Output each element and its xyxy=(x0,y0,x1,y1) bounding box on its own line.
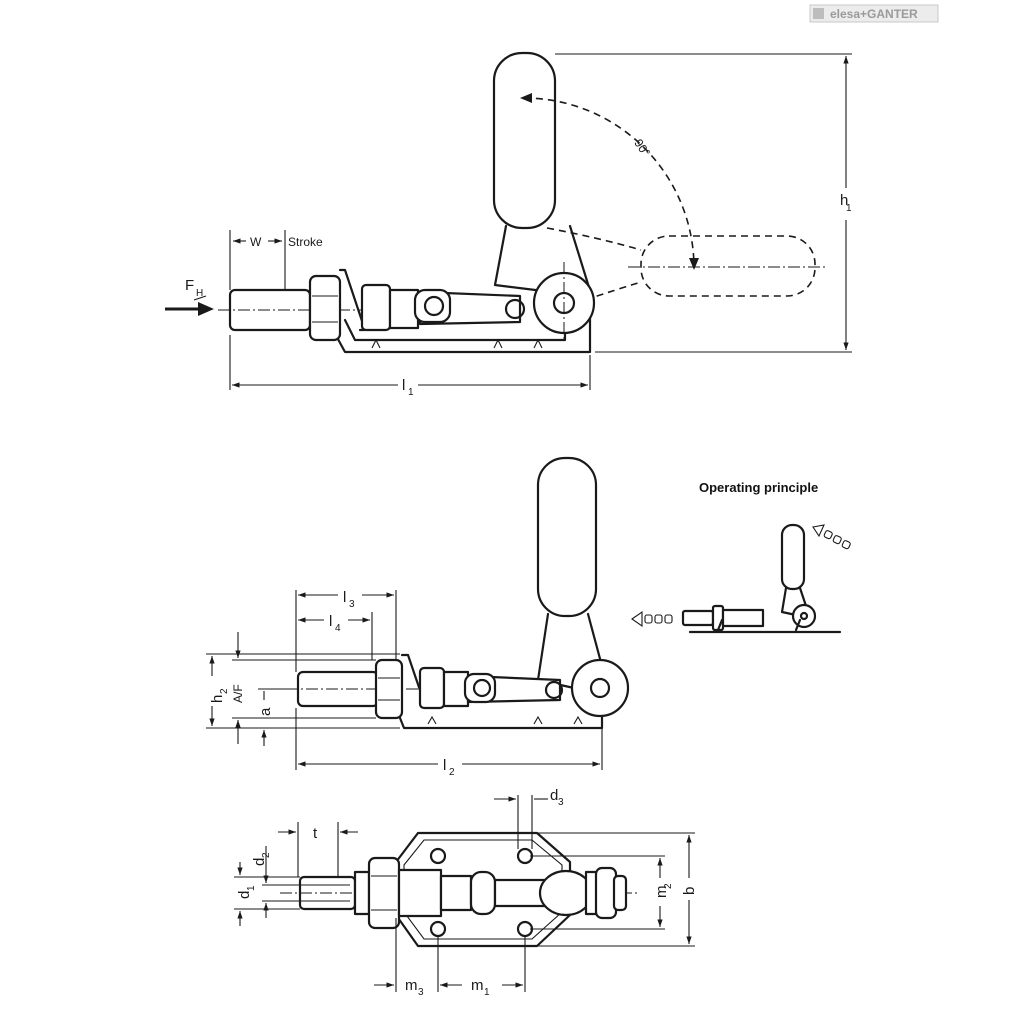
svg-text:1: 1 xyxy=(246,885,257,891)
mounting-hole xyxy=(429,847,447,865)
l3-label: l xyxy=(343,589,346,606)
force-label: F xyxy=(185,277,194,294)
svg-text:2: 2 xyxy=(663,883,674,889)
handle xyxy=(536,456,598,618)
pin-joint xyxy=(423,295,445,317)
clamp-front-view: l 3 l 4 l 2 h 2 A/F a xyxy=(206,456,630,778)
pin-joint xyxy=(544,680,564,700)
svg-text:2: 2 xyxy=(261,852,272,858)
motion-arrow-left xyxy=(631,610,673,628)
a-label: a xyxy=(257,707,274,716)
svg-text:3: 3 xyxy=(418,987,424,998)
hex-nut xyxy=(308,274,342,342)
force-arrow: F H xyxy=(165,277,214,316)
m2-label: m xyxy=(653,886,670,899)
hex-nut xyxy=(367,856,401,930)
svg-text:H: H xyxy=(196,288,203,299)
svg-text:3: 3 xyxy=(558,797,564,808)
operating-principle-title: Operating principle xyxy=(699,480,818,495)
h2-label: h xyxy=(209,695,226,703)
angle-arc xyxy=(523,97,695,269)
clamp-top-view: d 1 d 2 t d 3 b m 2 xyxy=(234,787,698,998)
w-label: W xyxy=(250,235,262,249)
m3-label: m xyxy=(405,977,418,994)
m1-label: m xyxy=(471,977,484,994)
pivot xyxy=(538,869,594,917)
hex-nut xyxy=(374,658,404,720)
svg-text:2: 2 xyxy=(449,767,455,778)
motion-arrow-handle xyxy=(812,524,851,550)
svg-text:2: 2 xyxy=(219,688,230,694)
svg-text:3: 3 xyxy=(349,599,355,610)
clamp-side-view: 90° F H xyxy=(165,51,852,398)
af-label: A/F xyxy=(231,684,245,703)
l2-label: l xyxy=(443,757,446,774)
h1-label: h xyxy=(840,192,848,209)
svg-text:1: 1 xyxy=(846,203,852,214)
brand-logo-text: elesa+GANTER xyxy=(830,7,918,21)
brand-logo: elesa+GANTER xyxy=(809,4,939,23)
d3-label: d xyxy=(550,787,558,804)
pivot-bracket xyxy=(570,658,630,718)
operating-principle: Operating principle xyxy=(631,480,851,634)
b-label: b xyxy=(681,887,698,895)
l4-label: l xyxy=(329,613,332,630)
l1-label: l xyxy=(402,377,405,394)
pin-joint xyxy=(472,678,492,698)
d2-label: d xyxy=(251,858,268,866)
pin-joint xyxy=(504,298,526,320)
svg-text:1: 1 xyxy=(484,987,490,998)
t-label: t xyxy=(313,825,318,842)
svg-text:1: 1 xyxy=(408,387,414,398)
stroke-label: Stroke xyxy=(288,235,323,249)
svg-text:4: 4 xyxy=(335,623,341,634)
d1-label: d xyxy=(236,891,253,899)
handle xyxy=(492,51,557,230)
